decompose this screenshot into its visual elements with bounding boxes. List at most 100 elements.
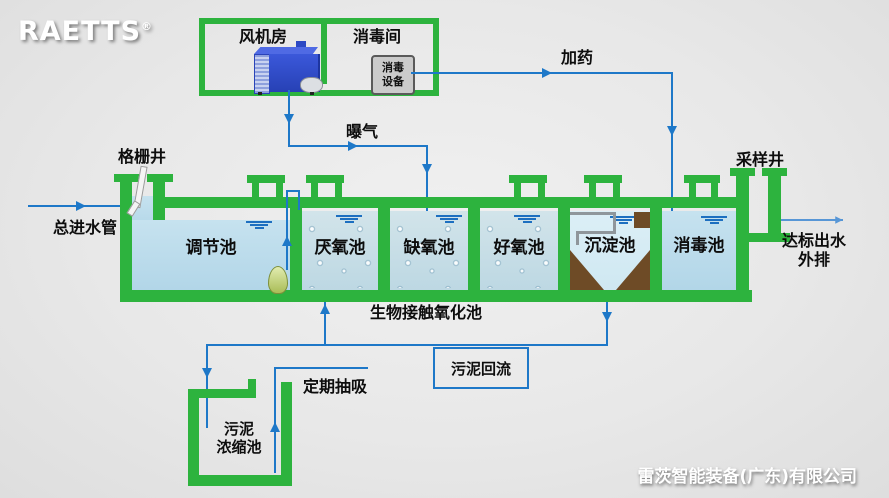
outlet-line: [781, 219, 843, 221]
equipment-rooms-box: [199, 18, 439, 96]
inlet-baffle-pipe: [566, 212, 616, 215]
registered-mark: ®: [141, 20, 154, 33]
sludge-return-arrow-up: [320, 304, 330, 314]
dosing-label: 加药: [560, 48, 593, 67]
thickener-top-slab: [188, 389, 256, 398]
vent-stub: [335, 183, 342, 198]
outlet-channel-floor: [749, 233, 790, 242]
sludge-thickening-tank-label: 污泥 浓缩池: [216, 420, 262, 456]
thickener-right-wall: [281, 382, 292, 486]
bio-contact-tank-label: 生物接触氧化池: [369, 303, 482, 322]
vent-cap: [684, 175, 720, 183]
thickener-left-wall: [188, 390, 199, 486]
vent-stub: [311, 183, 318, 198]
grid-well-cap-right: [147, 174, 173, 182]
submersible-pump-icon: [268, 266, 288, 294]
sludge-line-to-thickener: [206, 344, 208, 428]
tank-wall: [290, 205, 302, 290]
blower-outlet-stub: [296, 41, 306, 47]
vent-cap: [306, 175, 344, 183]
basin-left-wall: [120, 182, 132, 302]
sludge-return-riser: [324, 302, 326, 346]
sampling-well-left-wall: [736, 176, 749, 302]
sludge-line-across: [206, 344, 608, 346]
tank-label-settling: 沉淀池: [584, 236, 636, 256]
tank-wall: [558, 205, 570, 290]
pump-pipe: [286, 190, 300, 192]
aeration-label: 曝气: [345, 122, 378, 141]
basin-bottom-slab: [120, 290, 752, 302]
basin-top-slab: [158, 197, 748, 208]
company-name: 雷茨智能装备(广东)有限公司: [637, 467, 857, 487]
aeration-arrow-down2: [422, 164, 432, 174]
aeration-arrow-down1: [284, 114, 294, 124]
vent-cap: [247, 175, 285, 183]
dosing-arrow-down: [667, 126, 677, 136]
tank-water-regulation: [132, 220, 290, 290]
outflow-label: 达标出水 外排: [781, 231, 846, 270]
sampling-well-right-wall: [768, 176, 781, 236]
sampling-well-cap-right: [762, 168, 787, 176]
sampling-well-cap-left: [730, 168, 755, 176]
blower-foot: [258, 92, 262, 95]
tank-water-disinfection: [662, 211, 736, 290]
grid-well-cap-left: [114, 174, 140, 182]
vent-stub: [589, 183, 596, 198]
inlet-pipe-label: 总进水管: [52, 218, 117, 237]
logo-text: RAETTS: [18, 16, 142, 47]
outlet-arrow: [835, 216, 843, 224]
sludge-return-label: 污泥回流: [450, 359, 511, 378]
inlet-arrow: [76, 201, 86, 211]
inlet-baffle-pipe: [576, 231, 616, 234]
aeration-line-down2: [426, 145, 428, 216]
tank-label-anaerobic: 厌氧池: [314, 238, 366, 258]
sludge-arrow-down: [602, 312, 612, 322]
tank-water-anaerobic: [302, 211, 378, 290]
fan-room-label: 风机房: [238, 27, 287, 46]
effluent-weir: [634, 212, 650, 228]
aeration-arrow-right: [348, 141, 358, 151]
tank-label-aerobic: 好氧池: [493, 238, 545, 258]
vent-stub: [538, 183, 545, 198]
vent-stub: [689, 183, 696, 198]
ripple-icon: [610, 216, 636, 224]
sludge-arrow-to-thickener: [202, 368, 212, 378]
ripple-icon: [701, 216, 727, 224]
vent-stub: [613, 183, 620, 198]
ripple-icon: [514, 215, 540, 223]
tank-label-anoxic: 缺氧池: [403, 238, 455, 258]
blower-pump-unit: [300, 77, 323, 93]
tank-label-regulation: 调节池: [185, 238, 237, 258]
disinfection-equipment: 消毒 设备: [371, 55, 415, 95]
ripple-icon: [336, 215, 362, 223]
ripple-icon: [436, 215, 462, 223]
disinfection-room-label: 消毒间: [352, 27, 401, 46]
suction-arrow-up: [270, 422, 280, 432]
inlet-baffle-pipe: [576, 231, 579, 245]
periodic-suction-label: 定期抽吸: [302, 377, 367, 396]
tank-wall: [468, 205, 480, 290]
vent-stub: [514, 183, 521, 198]
vent-stub: [711, 183, 718, 198]
vent-cap: [584, 175, 622, 183]
blower-foot: [310, 92, 314, 95]
inlet-baffle-pipe: [613, 212, 616, 234]
thickener-bottom: [188, 475, 292, 486]
sludge-return-label-box: 污泥回流: [433, 347, 529, 389]
vent-cap: [509, 175, 547, 183]
thickener-top-lip: [248, 379, 256, 398]
raetts-logo: RAETTS®: [18, 16, 153, 47]
vent-stub: [252, 183, 259, 198]
grid-well-label: 格栅井: [117, 147, 166, 166]
blower-machine-icon: [254, 47, 318, 54]
aeration-line-across: [288, 145, 428, 147]
suction-pipe-out: [274, 367, 368, 369]
pump-pipe: [298, 190, 300, 210]
inlet-line: [28, 205, 150, 207]
ripple-icon: [246, 221, 272, 229]
room-divider-wall: [321, 24, 327, 84]
tank-wall: [378, 205, 390, 290]
tank-label-disinfection: 消毒池: [673, 236, 725, 256]
dosing-line-down: [671, 72, 673, 218]
